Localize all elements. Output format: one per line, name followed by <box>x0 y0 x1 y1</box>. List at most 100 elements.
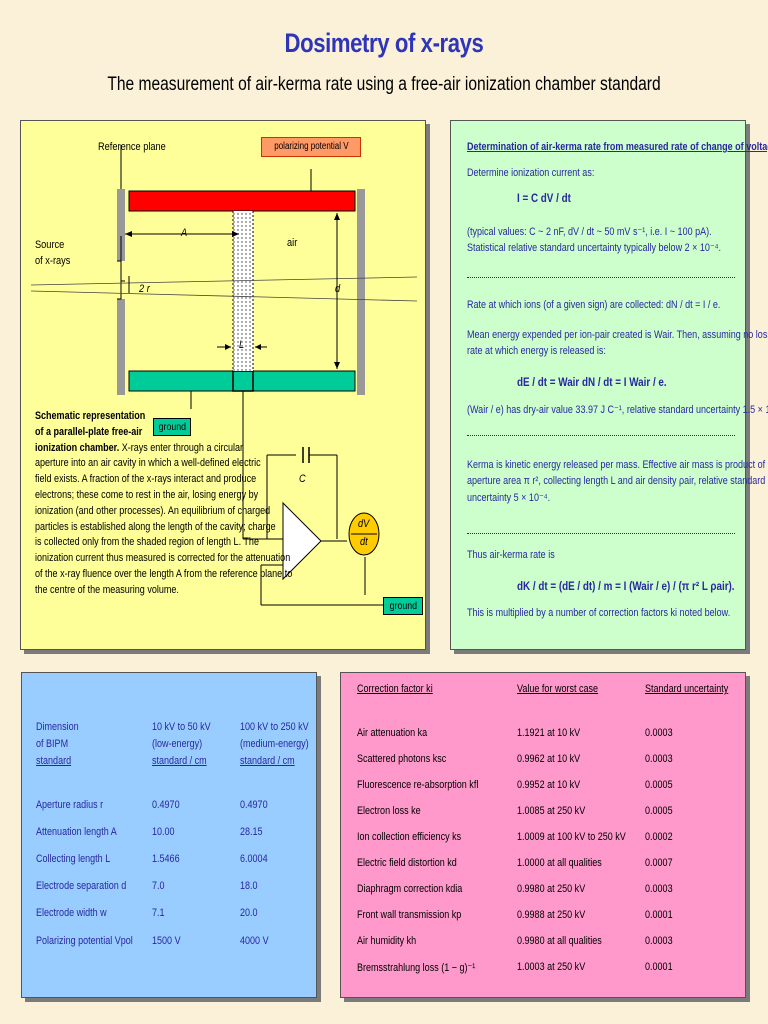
separation-label: d <box>335 283 341 295</box>
kerma-text: (typical values: C ~ 2 nF, dV / dt ~ 50 … <box>467 226 712 238</box>
chamber-diagram-panel: Reference plane polarizing potential V S… <box>20 120 426 650</box>
dt-label: dt <box>360 536 368 548</box>
kerma-text: This is multiplied by a number of correc… <box>467 607 731 619</box>
source-label-1: Source <box>35 239 65 251</box>
table-cell: 28.15 <box>240 826 263 838</box>
col-header-uncertainty: Standard uncertainty <box>645 683 729 695</box>
ground-label-1: ground <box>153 418 191 436</box>
table-cell: 1.0000 at all qualities <box>517 857 602 869</box>
table-row: Ion collection efficiency ks <box>357 831 462 843</box>
kerma-text: rate at which energy is released is: <box>467 345 606 357</box>
table-row: Aperture radius r <box>36 799 104 811</box>
table-row: Electrode width w <box>36 907 107 919</box>
table-cell: 10.00 <box>152 826 175 838</box>
capacitor-label: C <box>299 473 306 485</box>
aperture-diameter-label: 2 r <box>139 283 150 295</box>
table-cell: 0.9962 at 10 kV <box>517 753 581 765</box>
table-cell: 1.5466 <box>152 853 180 865</box>
kerma-text: aperture area π r², collecting length L … <box>467 475 766 487</box>
rear-wall <box>357 189 365 395</box>
kerma-text: Determine ionization current as: <box>467 167 595 179</box>
table-cell: 1.0085 at 250 kV <box>517 805 586 817</box>
table-cell: 0.0005 <box>645 805 673 817</box>
kerma-heading: Determination of air-kerma rate from mea… <box>467 141 768 153</box>
collector-centre <box>232 370 254 392</box>
table-cell: 0.0005 <box>645 779 673 791</box>
table-cell: 0.0002 <box>645 831 673 843</box>
table-row: Collecting length L <box>36 853 111 865</box>
attenuation-length-label: A <box>181 227 188 239</box>
dim-header-col2: 10 kV to 50 kV (low-energy) standard / c… <box>152 721 211 767</box>
equation-current: I = C dV / dt <box>517 191 571 205</box>
kerma-text: (Wair / e) has dry-air value 33.97 J C⁻¹… <box>467 404 768 416</box>
table-row: Air humidity kh <box>357 935 417 947</box>
table-cell: 0.9952 at 10 kV <box>517 779 581 791</box>
page-title: Dosimetry of x-rays <box>284 28 484 58</box>
separator <box>467 277 735 278</box>
col-header-factor: Correction factor ki <box>357 683 433 695</box>
table-row: Electric field distortion kd <box>357 857 457 869</box>
equation-energy: dE / dt = Wair dN / dt = I Wair / e. <box>517 375 667 389</box>
table-row: Front wall transmission kp <box>357 909 462 921</box>
table-row: Air attenuation ka <box>357 727 428 739</box>
ground-label-2: ground <box>383 597 423 615</box>
table-cell: 20.0 <box>240 907 258 919</box>
table-row: Bremsstrahlung loss (1 − g)⁻¹ <box>357 962 476 974</box>
table-row: Electron loss ke <box>357 805 421 817</box>
correction-factors-panel: Correction factor ki Value for worst cas… <box>340 672 746 998</box>
separator <box>467 533 735 534</box>
kerma-text: Rate at which ions (of a given sign) are… <box>467 299 721 311</box>
polarizing-potential-label: polarizing potential V <box>261 137 361 157</box>
table-cell: 0.0003 <box>645 753 673 765</box>
source-label-2: of x-rays <box>35 255 71 267</box>
kerma-determination-panel: Determination of air-kerma rate from mea… <box>450 120 768 650</box>
table-cell: 1.0003 at 250 kV <box>517 961 586 973</box>
table-row: Attenuation length A <box>36 826 117 838</box>
table-cell: 6.0004 <box>240 853 268 865</box>
table-cell: 4000 V <box>240 935 269 947</box>
table-row: Electrode separation d <box>36 880 127 892</box>
table-row: Fluorescence re-absorption kfl <box>357 779 479 791</box>
kerma-text: Kerma is kinetic energy released per mas… <box>467 459 766 471</box>
air-label: air <box>287 237 298 249</box>
hv-electrode <box>128 190 356 212</box>
kerma-text: Mean energy expended per ion-pair create… <box>467 329 768 341</box>
table-cell: 0.0003 <box>645 935 673 947</box>
table-row: Polarizing potential Vpol <box>36 935 133 947</box>
page-subtitle: The measurement of air-kerma rate using … <box>107 74 661 95</box>
kerma-text: Thus air-kerma rate is <box>467 549 555 561</box>
dimensions-panel: Dimension of BIPM standard 10 kV to 50 k… <box>21 672 317 998</box>
table-cell: 7.0 <box>152 880 165 892</box>
dim-header-col1: Dimension of BIPM standard <box>36 721 79 767</box>
table-row: Diaphragm correction kdia <box>357 883 463 895</box>
reference-plane-label: Reference plane <box>98 141 166 153</box>
table-cell: 0.0003 <box>645 883 673 895</box>
chamber-schematic <box>30 145 418 606</box>
table-cell: 1500 V <box>152 935 181 947</box>
table-cell: 0.9980 at 250 kV <box>517 883 586 895</box>
dv-label: dV <box>358 518 370 530</box>
table-cell: 18.0 <box>240 880 258 892</box>
table-cell: 0.0001 <box>645 909 673 921</box>
front-wall-lower <box>117 299 125 395</box>
table-cell: 0.0007 <box>645 857 673 869</box>
kerma-text: uncertainty 5 × 10⁻⁴. <box>467 492 551 504</box>
table-row: Scattered photons ksc <box>357 753 447 765</box>
collecting-length-label: L <box>239 339 245 351</box>
kerma-text: Statistical relative standard uncertaint… <box>467 242 722 254</box>
dim-header-col3: 100 kV to 250 kV (medium-energy) standar… <box>240 721 309 767</box>
table-cell: 0.0001 <box>645 961 673 973</box>
amplifier <box>282 501 322 581</box>
table-cell: 0.9988 at 250 kV <box>517 909 586 921</box>
measuring-volume <box>233 211 253 371</box>
equation-kerma: dK / dt = (dE / dt) / m = I (Wair / e) /… <box>517 579 735 593</box>
front-wall-upper <box>117 189 125 261</box>
table-cell: 0.4970 <box>240 799 268 811</box>
table-cell: 0.9980 at all qualities <box>517 935 602 947</box>
separator <box>467 435 735 436</box>
table-cell: 0.4970 <box>152 799 180 811</box>
chamber-description: Schematic representation of a parallel-p… <box>35 410 293 596</box>
table-cell: 1.0009 at 100 kV to 250 kV <box>517 831 626 843</box>
col-header-value: Value for worst case <box>517 683 599 695</box>
table-cell: 1.1921 at 10 kV <box>517 727 581 739</box>
